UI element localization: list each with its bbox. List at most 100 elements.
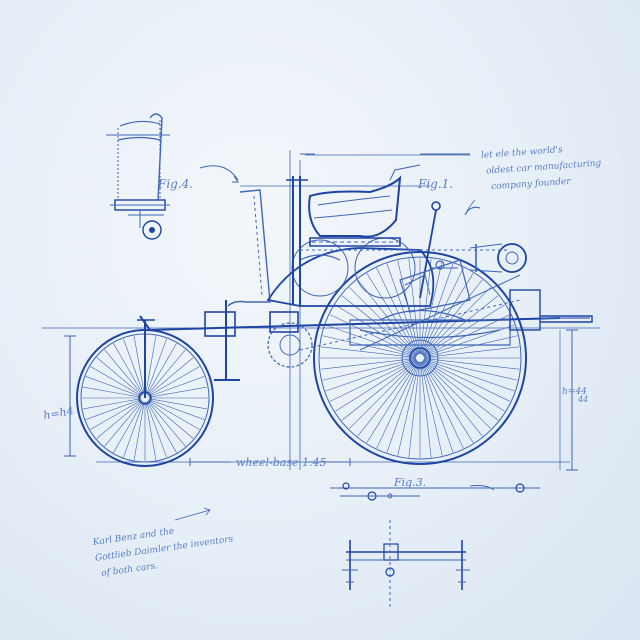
- fig3-detail: [330, 482, 540, 501]
- wheel-spoke: [421, 361, 464, 449]
- wheel-spoke: [146, 401, 167, 458]
- steering-column: [399, 201, 471, 313]
- wheel-spoke: [320, 358, 417, 370]
- engine: [299, 206, 527, 351]
- wheel-spoke: [421, 361, 454, 453]
- wheel-spoke: [96, 357, 143, 396]
- wheel-spoke: [397, 361, 420, 456]
- wheel-spoke: [329, 314, 417, 357]
- wheel-spoke: [423, 304, 505, 357]
- wheel-spoke: [147, 349, 186, 396]
- wheel-spoke: [148, 366, 200, 397]
- wheel-spoke: [423, 359, 515, 392]
- note-bottom-left-line3: of both cars.: [101, 561, 159, 579]
- height-right-num: h=44: [562, 387, 587, 397]
- wheel-spoke: [423, 358, 518, 381]
- wheel-spoke: [423, 335, 518, 358]
- front-wheel: [76, 319, 214, 467]
- wheel-spoke: [145, 335, 157, 395]
- wheel-spoke: [123, 338, 144, 395]
- wheel-spoke: [146, 401, 177, 453]
- wheel-spoke: [104, 400, 143, 447]
- wheel-base-label: wheel-base 1.45: [236, 456, 327, 469]
- wheel-spoke: [335, 359, 417, 412]
- wheel-spoke: [420, 361, 432, 458]
- wheel-spoke: [82, 386, 142, 398]
- wheel-spoke: [341, 360, 418, 421]
- wheel-spoke: [104, 349, 143, 396]
- wheel-spoke: [146, 343, 177, 395]
- wheel-spoke: [147, 357, 194, 396]
- fig4-arrow-head: [232, 175, 239, 183]
- wheel-spoke: [349, 360, 418, 429]
- wheel-spoke: [422, 360, 491, 429]
- wheel-spoke: [133, 401, 145, 461]
- wheel-spoke: [145, 401, 157, 461]
- wheel-spoke: [85, 376, 142, 397]
- wheel-spoke: [376, 361, 419, 449]
- note-top-right-line1: let ele the world's: [481, 145, 564, 161]
- fig4-label: Fig.4.: [157, 177, 193, 191]
- wheel-spoke: [408, 361, 420, 458]
- wheel-spoke: [366, 273, 419, 355]
- fig3-label: Fig.3.: [393, 476, 426, 489]
- wheel-spoke: [386, 263, 419, 355]
- wheel-spoke: [329, 359, 417, 402]
- wheel-spoke: [422, 360, 483, 437]
- wheel-spoke: [146, 338, 167, 395]
- wheel-spoke: [420, 361, 443, 456]
- wheel-spoke: [423, 359, 505, 412]
- dimension-lines: [64, 153, 578, 471]
- wheel-spoke: [148, 398, 208, 410]
- wheel-spoke: [148, 376, 205, 397]
- wheel-spoke: [335, 304, 417, 357]
- note-bottom-left-arrow: [174, 507, 211, 521]
- note-top-right-line2: oldest car manufacturing: [486, 159, 602, 177]
- fig4-detail: [106, 113, 170, 240]
- height-left-label: h=h4: [42, 404, 74, 422]
- wheel-spoke: [322, 335, 417, 358]
- wheel-spoke: [148, 399, 205, 420]
- wheel-spoke: [147, 400, 186, 447]
- wheel-spoke: [96, 400, 143, 439]
- wheel-spoke: [357, 360, 418, 437]
- fig1-label: Fig.1.: [417, 177, 453, 191]
- wheel-spoke: [82, 398, 142, 410]
- wheel-spoke: [147, 400, 194, 439]
- wheel-spoke: [386, 361, 419, 453]
- wheel-spoke: [423, 359, 511, 402]
- wheel-spoke: [422, 360, 499, 421]
- wheel-spoke: [423, 358, 520, 370]
- wheel-spoke: [90, 366, 142, 397]
- height-right-den: 44: [577, 395, 588, 404]
- wheel-spoke: [349, 287, 418, 356]
- wheel-spoke: [322, 358, 417, 381]
- wheel-spoke: [320, 346, 417, 358]
- fig4-arrow: [199, 165, 239, 181]
- wheel-spoke: [376, 267, 419, 355]
- note-top-right-arrow: [464, 199, 476, 216]
- wheel-spoke: [422, 279, 483, 356]
- wheel-spoke: [325, 359, 417, 392]
- wheel-spoke: [366, 361, 419, 443]
- wheel-spoke: [148, 399, 200, 430]
- wheel-spoke: [325, 324, 417, 357]
- wheel-spoke: [85, 399, 142, 420]
- construction-lines: [42, 150, 600, 470]
- wheel-spoke: [421, 263, 454, 355]
- seat: [308, 164, 421, 247]
- wheel-spoke: [423, 346, 520, 358]
- note-top-right-line3: company founder: [491, 177, 572, 193]
- rear-wheel: [313, 251, 527, 465]
- wheel-spoke: [421, 361, 474, 443]
- wheel-spoke: [123, 401, 144, 458]
- wheel-spoke: [90, 399, 142, 430]
- wheel-spoke: [113, 343, 144, 395]
- axle-detail: [342, 520, 470, 610]
- wheel-spoke: [148, 386, 208, 398]
- note-top-right: let ele the world's oldest car manufactu…: [481, 145, 602, 193]
- note-bottom-left: Karl Benz and the Gottlieb Daimler the i…: [91, 527, 234, 579]
- wheel-spoke: [113, 401, 144, 453]
